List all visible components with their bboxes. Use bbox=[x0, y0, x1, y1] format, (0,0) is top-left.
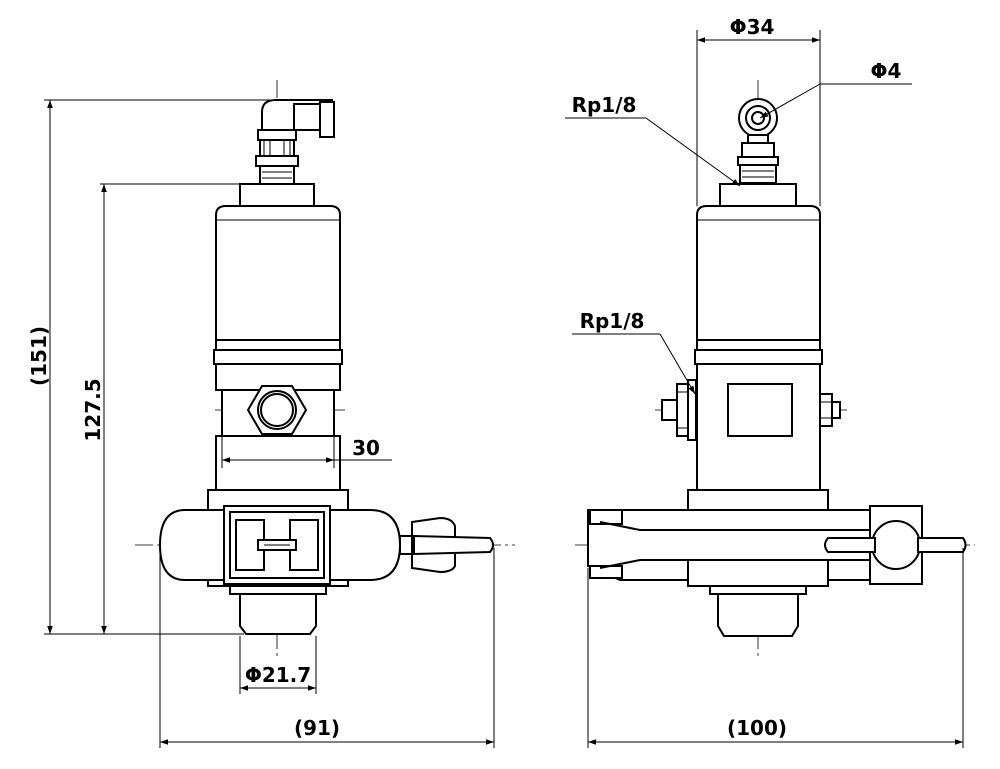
side-port-hex bbox=[246, 385, 308, 435]
bottom-spigot bbox=[229, 585, 327, 635]
side-port-right bbox=[819, 393, 841, 427]
right-width-label: (100) bbox=[727, 716, 787, 740]
lever-handle bbox=[399, 516, 494, 574]
port-width-label: 30 bbox=[352, 436, 380, 460]
side-port-thread-label: Rp1/8 bbox=[580, 309, 645, 333]
body-height-label: 127.5 bbox=[81, 378, 105, 441]
lever-knob bbox=[824, 505, 967, 585]
clamp-ring bbox=[158, 505, 402, 587]
left-width-label: (91) bbox=[294, 716, 340, 740]
side-port-left bbox=[661, 379, 698, 441]
bottom-diameter-label: Φ21.7 bbox=[245, 663, 311, 687]
clamp-arm bbox=[587, 509, 871, 587]
side-bottom-spigot bbox=[709, 585, 807, 637]
overall-height-label: (151) bbox=[27, 326, 51, 386]
side-view bbox=[565, 30, 975, 748]
top-port-thread-label: Rp1/8 bbox=[572, 93, 637, 117]
elbow-fitting bbox=[255, 99, 335, 185]
main-cylinder bbox=[213, 205, 343, 491]
top-diameter-label: Φ34 bbox=[730, 15, 775, 39]
side-cylinder bbox=[694, 205, 823, 491]
tube-diameter-label: Φ4 bbox=[871, 59, 902, 83]
front-view bbox=[44, 80, 515, 748]
